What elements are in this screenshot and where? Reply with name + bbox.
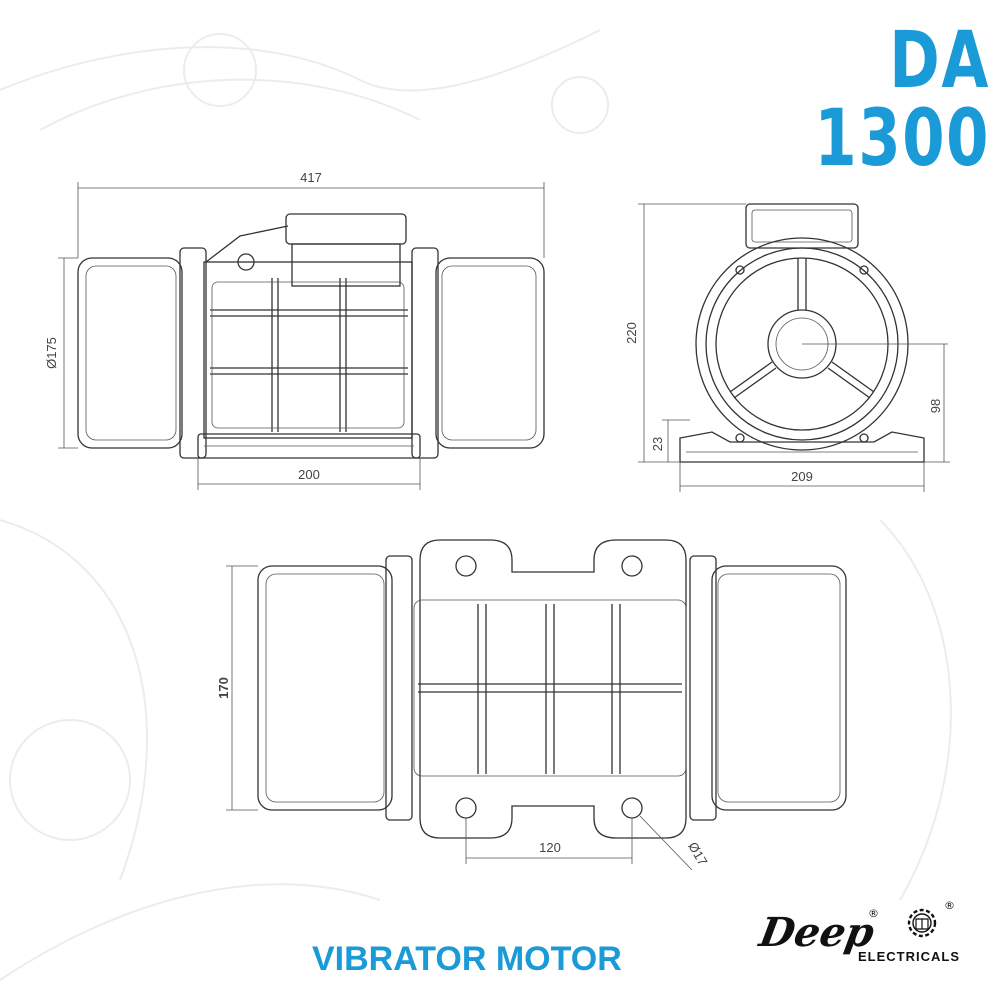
top-view: 170 120 Ø17 [216, 539, 847, 871]
brand-name: Deep [755, 909, 878, 956]
brand-registered-mark: ® [868, 907, 879, 920]
dim-side-length: 417 [300, 170, 322, 185]
emblem-registered-mark: ® [944, 899, 955, 912]
dim-side-diameter: Ø175 [44, 337, 59, 369]
brand-logo: Deep ® ® ELECTRICALS [756, 899, 990, 975]
dim-side-base: 200 [298, 467, 320, 482]
page-title: DA 1300 [814, 16, 990, 184]
dim-top-hole-spacing: 120 [539, 840, 561, 855]
brand-tagline: ELECTRICALS [858, 949, 960, 964]
background-sketch [0, 29, 952, 981]
side-view: 417 Ø175 200 [44, 170, 545, 490]
gear-emblem-icon [907, 908, 937, 938]
product-subtitle: VIBRATOR MOTOR [312, 940, 622, 978]
end-view: 220 23 98 209 [624, 203, 950, 492]
dim-top-hole-diameter: Ø17 [685, 839, 710, 868]
dim-end-foot: 23 [650, 437, 665, 451]
dim-top-width: 170 [216, 677, 231, 699]
dim-end-shaft-height: 98 [928, 399, 943, 413]
dim-end-width: 209 [791, 469, 813, 484]
dim-end-height: 220 [624, 322, 639, 344]
